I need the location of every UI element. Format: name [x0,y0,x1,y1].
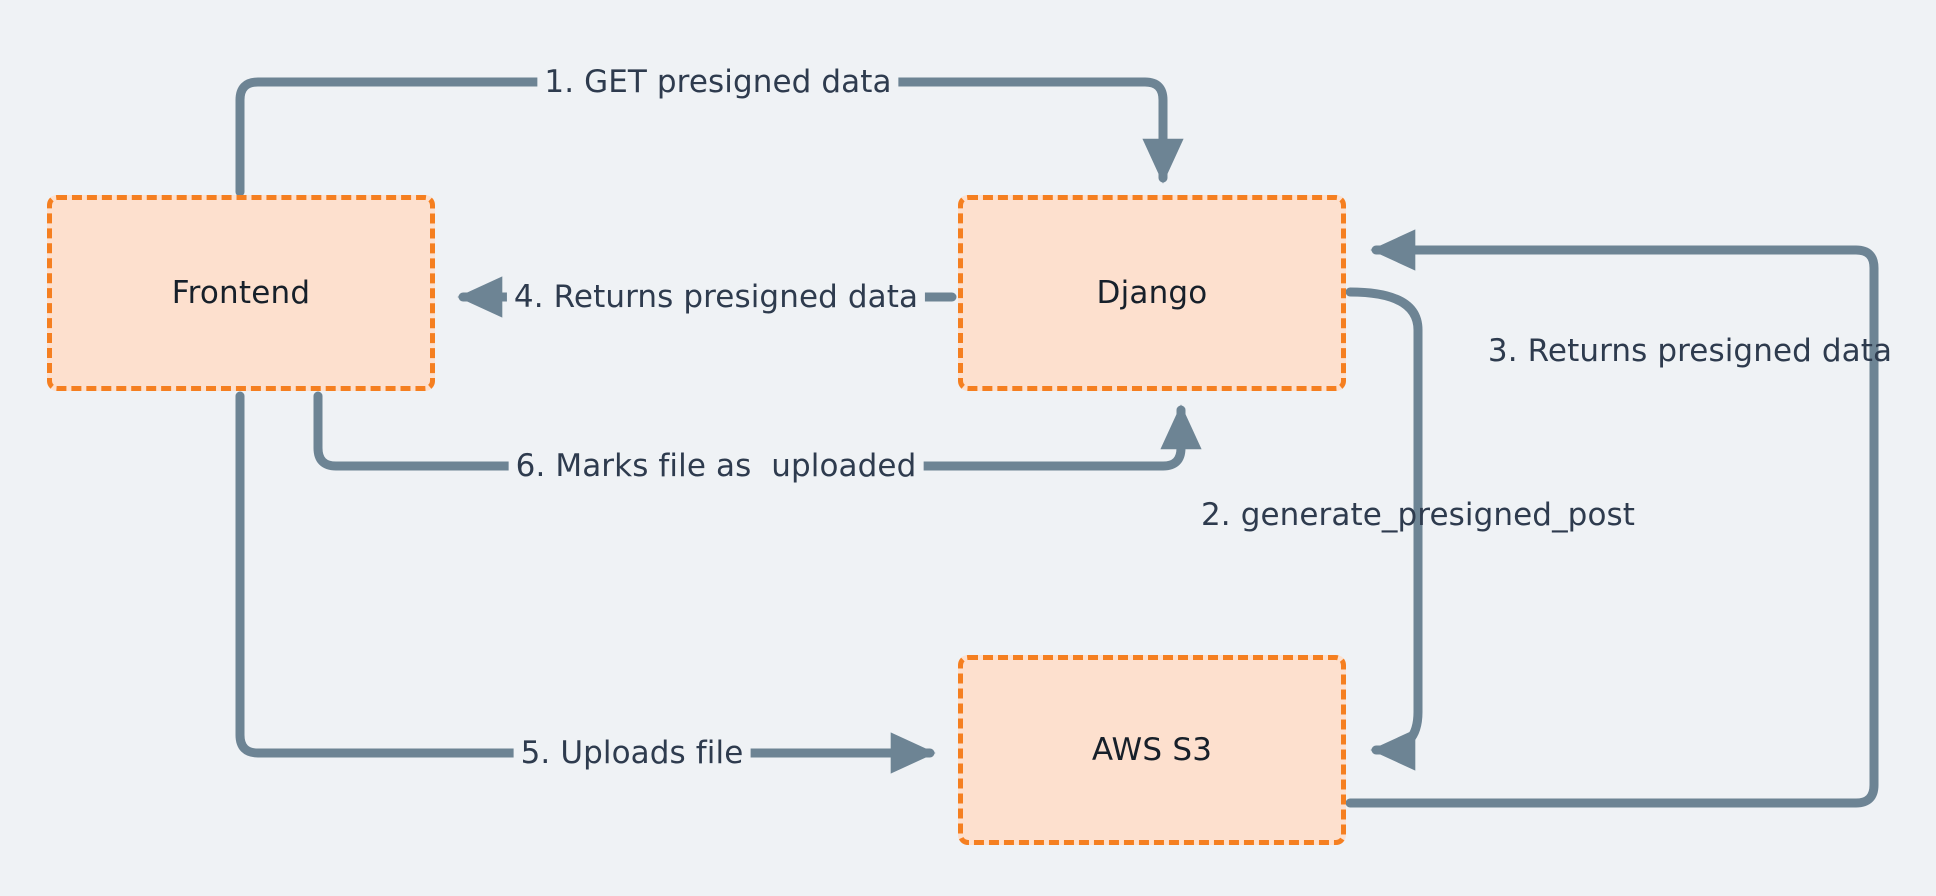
node-frontend[interactable]: Frontend [47,195,435,391]
node-aws-s3[interactable]: AWS S3 [958,655,1346,845]
edge-label-2: 2. generate_presigned_post [1200,497,1636,533]
node-aws-s3-label: AWS S3 [1091,732,1213,768]
edge-label-4: 4. Returns presigned data [506,278,926,316]
node-django[interactable]: Django [958,195,1346,391]
edge-label-1: 1. GET presigned data [537,63,899,101]
edge-label-3: 3. Returns presigned data [1487,333,1893,369]
edge-label-6: 6. Marks file as uploaded [508,447,924,485]
node-django-label: Django [1096,275,1208,311]
edge-path-2 [1345,287,1423,771]
edge-path-5 [235,391,936,774]
edge-label-5: 5. Uploads file [513,734,751,772]
edge-path-3 [1345,229,1879,808]
node-frontend-label: Frontend [171,275,311,311]
